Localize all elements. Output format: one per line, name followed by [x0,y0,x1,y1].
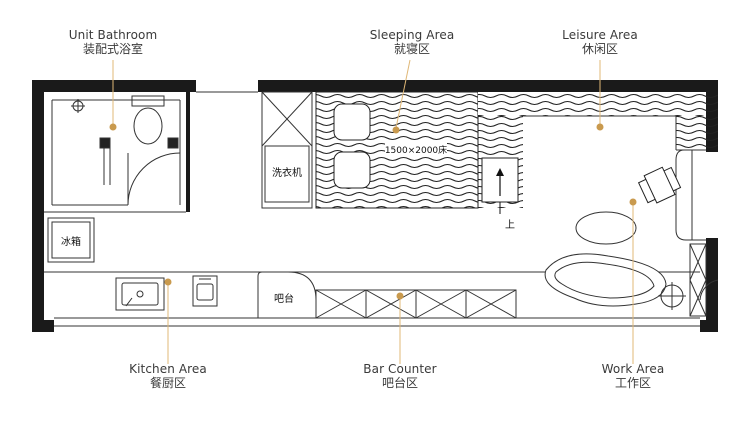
leisure-band [478,92,718,151]
texture-wave [478,93,718,99]
texture-wave [676,122,718,128]
texture-wave [478,150,523,156]
work-area-en: Work Area [601,362,665,376]
step-up-label: 上 [505,219,515,231]
texture-wave [478,107,718,113]
texture-wave [676,129,718,135]
washer-cabinet: 洗衣机 [261,91,313,209]
sleeping-area-en: Sleeping Area [369,28,455,42]
fridge: 冰箱 [47,217,95,263]
bed-size-label: 1500×2000床 [385,144,447,156]
kitchen-counter [115,275,218,311]
bar-counter-zh: 吧台区 [381,376,419,390]
work-furniture [544,149,719,317]
label-unit-bathroom: Unit Bathroom 装配式浴室 [69,28,157,56]
unit-bathroom-en: Unit Bathroom [68,28,158,42]
kitchen-area-en: Kitchen Area [129,362,207,376]
leisure-area-zh: 休闲区 [581,42,619,56]
leader-lines [112,59,634,364]
bar-counter-en: Bar Counter [363,362,437,376]
kitchen-area-zh: 餐厨区 [149,376,187,390]
texture-wave [478,122,523,128]
texture-wave [676,136,718,142]
texture-wave [316,191,478,197]
texture-wave [478,206,523,208]
work-area-zh: 工作区 [614,376,651,390]
leader-markers [109,123,637,300]
outer-walls [32,80,718,332]
bed: 1500×2000床 [315,91,479,209]
fridge-label: 冰箱 [61,235,81,248]
bathroom [71,95,181,206]
label-bar-counter: Bar Counter 吧台区 [363,362,436,390]
texture-wave [478,136,523,142]
label-sleeping-area: Sleeping Area 就寝区 [370,28,455,56]
leisure-area-en: Leisure Area [562,28,638,42]
texture-wave [478,100,718,106]
washer-label: 洗衣机 [272,166,302,179]
texture-wave [478,129,523,135]
sleeping-area-zh: 就寝区 [393,42,430,56]
label-kitchen-area: Kitchen Area 餐厨区 [129,362,207,390]
label-work-area: Work Area 工作区 [602,362,665,390]
texture-wave [478,116,523,121]
label-leisure-area: Leisure Area 休闲区 [562,28,638,56]
bar-label: 吧台 [274,292,294,305]
unit-bathroom-zh: 装配式浴室 [82,42,144,56]
step-area: 上 [478,116,523,231]
texture-wave [316,198,478,204]
texture-wave [676,143,718,149]
texture-wave [316,100,478,106]
texture-wave [316,93,478,99]
texture-wave [478,143,523,149]
bar-counter: 吧台 [257,271,517,319]
texture-wave [676,116,718,121]
